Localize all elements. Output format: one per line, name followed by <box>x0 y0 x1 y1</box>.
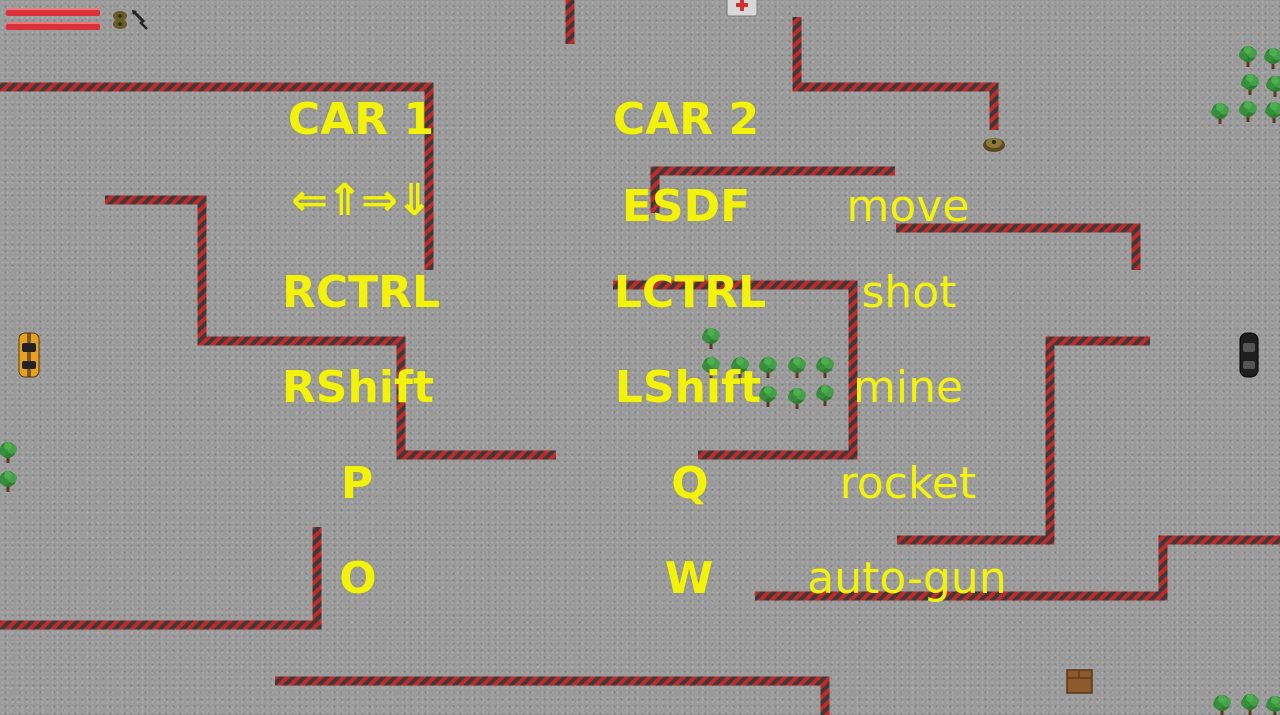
health-bar-secondary <box>6 22 100 30</box>
barrier-wall <box>792 17 999 130</box>
car1-header: CAR 1 <box>287 94 435 145</box>
tree-cluster-bottom-right <box>1213 694 1280 715</box>
autogun-action-label: auto-gun <box>807 553 1007 604</box>
medkit-pickup-icon <box>726 0 758 17</box>
tree-cluster-top-right <box>1211 46 1280 124</box>
player-car-2 <box>1239 332 1259 378</box>
car2-mine-key: LShift <box>614 362 762 413</box>
barrier-wall <box>896 223 1141 270</box>
barrier-wall <box>755 535 1280 601</box>
tree-cluster-left <box>0 442 17 492</box>
barrier-wall <box>0 82 434 270</box>
barrier-wall <box>650 166 895 213</box>
car1-move-keys: ⇐⇑⇒⇓ <box>291 175 432 226</box>
car2-move-keys: ESDF <box>621 181 751 232</box>
mine-pickup-icon <box>983 138 1005 152</box>
move-action-label: move <box>846 181 970 232</box>
mine-action-label: mine <box>852 362 964 413</box>
car2-header: CAR 2 <box>612 94 760 145</box>
mine-ammo-icon <box>113 11 127 29</box>
car2-autogun-key: W <box>664 553 714 604</box>
rocket-ammo-icon <box>131 9 148 30</box>
barrier-wall <box>613 280 858 460</box>
crate-pickup-icon <box>1066 669 1093 694</box>
car2-shot-key: LCTRL <box>613 267 767 318</box>
hud <box>6 8 156 38</box>
barrier-wall <box>897 336 1150 545</box>
car1-autogun-key: O <box>339 553 377 604</box>
barrier-wall <box>0 527 322 630</box>
car1-rocket-key: P <box>340 458 374 509</box>
barrier-wall <box>105 195 556 460</box>
player-car-1 <box>18 332 40 378</box>
car1-mine-key: RShift <box>281 362 435 413</box>
health-bar-primary <box>6 8 100 16</box>
shot-action-label: shot <box>861 267 957 318</box>
barrier-wall <box>275 676 830 715</box>
car1-shot-key: RCTRL <box>281 267 441 318</box>
car2-rocket-key: Q <box>671 458 709 509</box>
rocket-action-label: rocket <box>839 458 977 509</box>
